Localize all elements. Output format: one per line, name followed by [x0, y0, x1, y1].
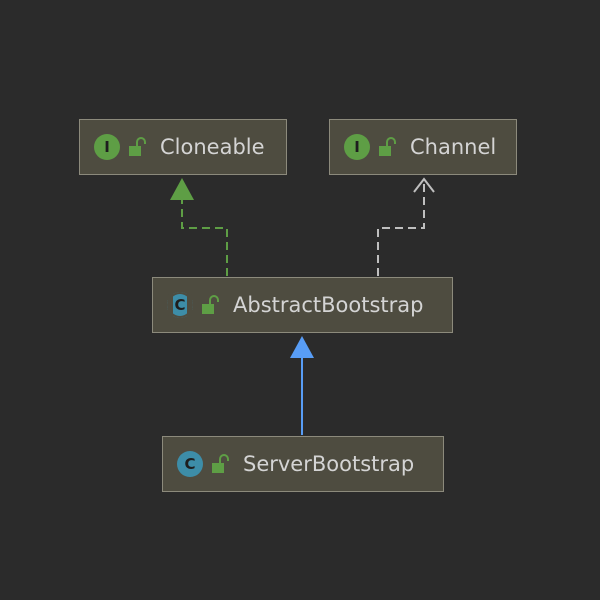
- node-label: Cloneable: [160, 135, 265, 159]
- edge-implements-cloneable: [170, 178, 228, 276]
- node-server-bootstrap[interactable]: C ServerBootstrap: [162, 436, 444, 492]
- public-lock-icon: [129, 137, 146, 156]
- extends-arrowhead: [290, 336, 314, 358]
- dependency-arrowhead: [413, 177, 435, 193]
- class-icon: C: [177, 451, 203, 477]
- abstract-class-glyph: C: [174, 296, 186, 314]
- node-label: Channel: [410, 135, 497, 159]
- node-cloneable[interactable]: I Cloneable: [79, 119, 287, 175]
- interface-icon: I: [344, 134, 370, 160]
- edge-dependency-channel: [377, 177, 435, 276]
- public-lock-icon: [212, 454, 229, 473]
- public-lock-icon: [202, 295, 219, 314]
- node-abstract-bootstrap[interactable]: C AbstractBootstrap: [152, 277, 453, 333]
- node-label: AbstractBootstrap: [233, 293, 424, 317]
- edge-extends-abstract-bootstrap: [290, 336, 314, 435]
- interface-icon: I: [94, 134, 120, 160]
- node-label: ServerBootstrap: [243, 452, 415, 476]
- implements-arrowhead: [170, 178, 194, 200]
- abstract-class-icon: C: [167, 292, 193, 318]
- node-channel[interactable]: I Channel: [329, 119, 517, 175]
- public-lock-icon: [379, 137, 396, 156]
